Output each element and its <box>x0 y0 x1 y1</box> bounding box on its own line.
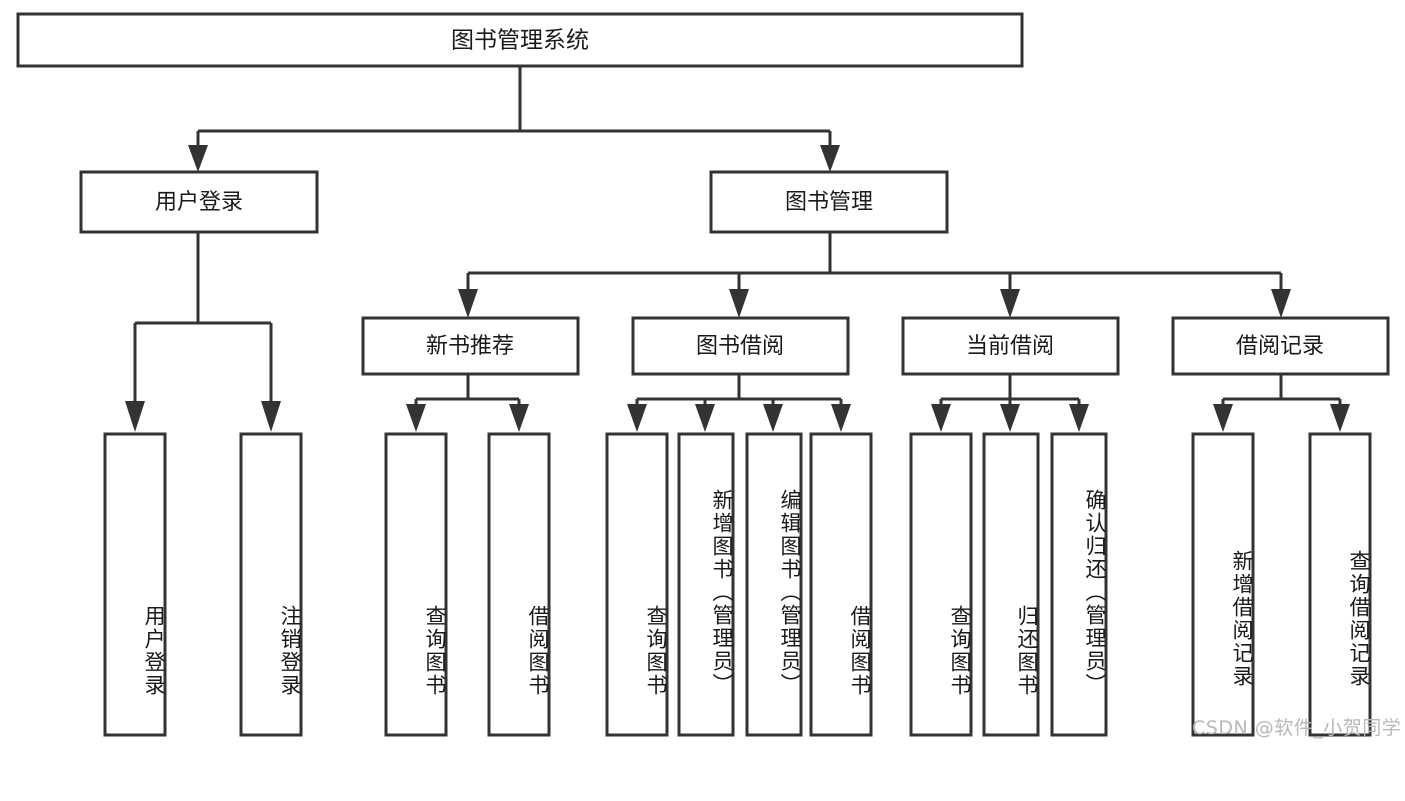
node-current-borrow-box[interactable] <box>901 316 1120 376</box>
node-book-borrow-box[interactable] <box>631 316 850 376</box>
leaf-query-book-1-box[interactable] <box>384 432 448 737</box>
arrow-head-icon <box>1069 404 1089 432</box>
leaf-edit-book-box[interactable] <box>745 432 803 737</box>
arrow-head-icon <box>627 404 647 432</box>
connector-group-root <box>188 66 840 172</box>
node-borrow-record[interactable]: 借阅记录 <box>1171 316 1390 376</box>
leaf-logout-box[interactable] <box>239 432 303 737</box>
leaf-confirm-return-box[interactable] <box>1050 432 1108 737</box>
arrow-head-icon <box>458 289 478 318</box>
diagram-canvas-container: 图书管理系统 用户登录 图书管理 新书推荐 图书借阅 当前借阅 借阅记录 <box>16 12 1402 739</box>
connector-group-new-book-rec <box>406 374 529 432</box>
leaf-query-book-2-box[interactable] <box>605 432 669 737</box>
leaf-query-book-3-box[interactable] <box>909 432 973 737</box>
connector-group-book-manage <box>458 232 1291 318</box>
leaf-return-book-box[interactable] <box>982 432 1040 737</box>
arrow-head-icon <box>261 401 281 432</box>
arrow-head-icon <box>831 404 851 432</box>
node-book-manage-label: 图书管理 <box>785 190 873 215</box>
leaf-user-login-box[interactable] <box>103 432 167 737</box>
connector-group-current-borrow <box>931 374 1089 432</box>
arrow-head-icon <box>125 401 145 432</box>
node-user-login-label: 用户登录 <box>155 190 243 215</box>
node-new-book-rec-label: 新书推荐 <box>426 334 514 359</box>
arrow-head-icon <box>1213 404 1233 432</box>
leaf-borrow-book-1-box[interactable] <box>487 432 551 737</box>
node-user-login[interactable]: 用户登录 <box>79 170 319 234</box>
node-book-manage-box[interactable] <box>709 170 949 234</box>
node-root[interactable]: 图书管理系统 <box>16 12 1024 68</box>
leaf-borrow-book-2-box[interactable] <box>809 432 873 737</box>
arrow-head-icon <box>931 404 951 432</box>
node-book-manage[interactable]: 图书管理 <box>709 170 949 234</box>
node-current-borrow[interactable]: 当前借阅 <box>901 316 1120 376</box>
arrow-head-icon <box>1330 404 1350 432</box>
leaf-add-book-box[interactable] <box>677 432 735 737</box>
node-new-book-rec-box[interactable] <box>361 316 580 376</box>
arrow-head-icon <box>820 145 840 172</box>
arrow-head-icon <box>406 404 426 432</box>
arrow-head-icon <box>1271 289 1291 318</box>
connector-group-user-login <box>125 232 281 432</box>
node-user-login-box[interactable] <box>79 170 319 234</box>
tree-diagram: 图书管理系统 用户登录 图书管理 新书推荐 图书借阅 当前借阅 借阅记录 <box>16 12 1390 737</box>
arrow-head-icon <box>509 404 529 432</box>
arrow-head-icon <box>695 404 715 432</box>
arrow-head-icon <box>763 404 783 432</box>
leaf-query-record-box[interactable] <box>1308 432 1372 737</box>
connector-group-borrow-record <box>1213 374 1350 432</box>
connector-group-book-borrow <box>627 374 851 432</box>
node-root-label: 图书管理系统 <box>451 28 589 54</box>
node-book-borrow-label: 图书借阅 <box>696 334 784 359</box>
node-new-book-rec[interactable]: 新书推荐 <box>361 316 580 376</box>
node-book-borrow[interactable]: 图书借阅 <box>631 316 850 376</box>
arrow-head-icon <box>1000 404 1020 432</box>
node-current-borrow-label: 当前借阅 <box>966 334 1054 359</box>
arrow-head-icon <box>729 289 749 318</box>
node-borrow-record-label: 借阅记录 <box>1236 334 1324 359</box>
arrow-head-icon <box>1000 289 1020 318</box>
arrow-head-icon <box>188 145 208 172</box>
node-borrow-record-box[interactable] <box>1171 316 1390 376</box>
leaf-add-record-box[interactable] <box>1191 432 1255 737</box>
csdn-watermark: CSDN @软件_小贺同学 <box>1192 717 1402 739</box>
node-root-box[interactable] <box>16 12 1024 68</box>
